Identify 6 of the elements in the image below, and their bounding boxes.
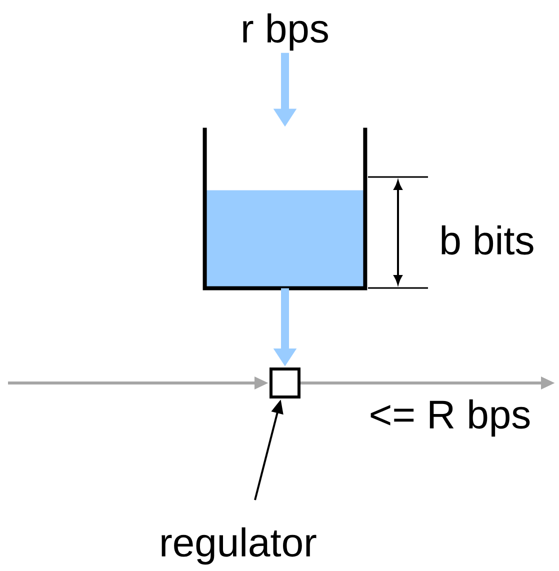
text-label: regulator	[162, 527, 316, 565]
text-label: r bps	[243, 13, 328, 51]
regulator-box	[270, 368, 300, 398]
rate-label: <= R bps	[370, 399, 530, 437]
bucket-drawing	[202, 128, 368, 290]
dimension-label: b bits	[442, 225, 534, 255]
